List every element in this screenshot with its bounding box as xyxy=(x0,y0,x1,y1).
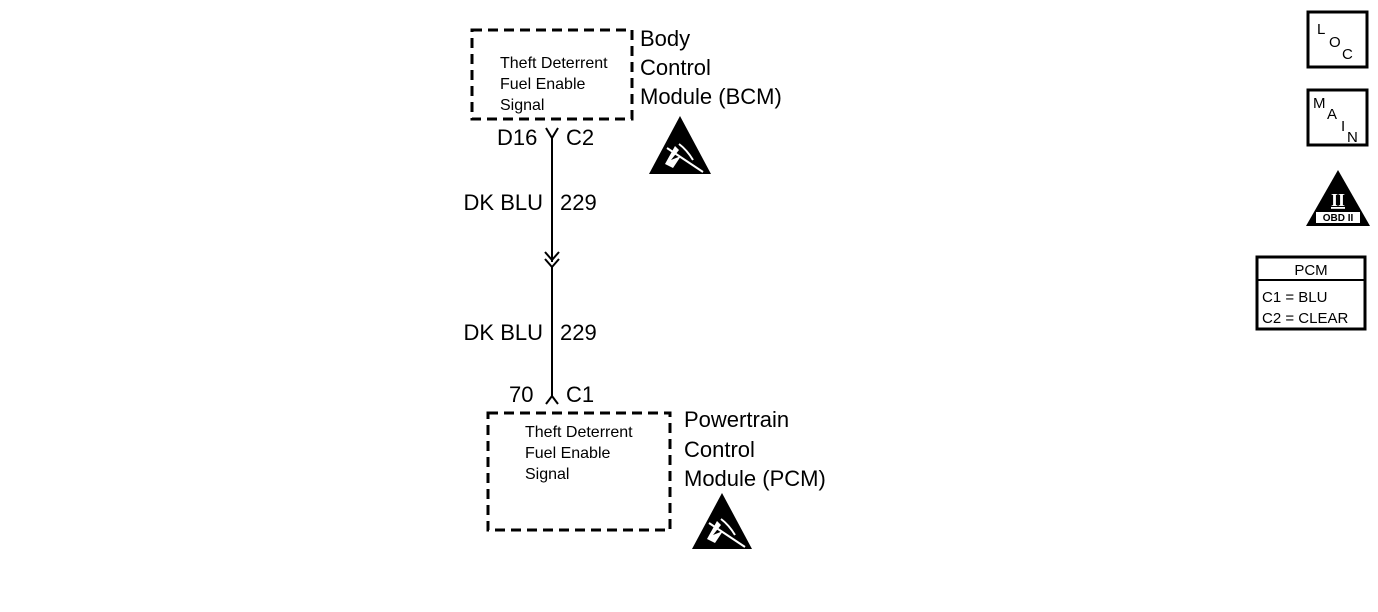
main-letter-n: N xyxy=(1347,129,1358,146)
pcm-connector: 70 C1 xyxy=(509,382,594,407)
wire-lower-color: DK BLU xyxy=(464,320,543,345)
pcm-title-line-3: Module (PCM) xyxy=(684,466,826,491)
bcm-title-line-2: Control xyxy=(640,55,711,80)
wire-lower-circuit: 229 xyxy=(560,320,597,345)
main-letter-i: I xyxy=(1341,118,1345,135)
bcm-connector-name: C2 xyxy=(566,125,594,150)
bcm-module: Theft Deterrent Fuel Enable Signal Body … xyxy=(470,26,782,174)
main-letter-a: A xyxy=(1327,106,1337,123)
pcm-title-line-2: Control xyxy=(684,437,755,462)
pcm-inner-line-2: Fuel Enable xyxy=(525,445,610,462)
bcm-connector-symbol xyxy=(545,127,559,140)
loc-letter-o: O xyxy=(1329,34,1341,51)
loc-letter-l: L xyxy=(1317,21,1325,38)
loc-letter-c: C xyxy=(1342,46,1353,63)
pcm-key-row-2: C2 = CLEAR xyxy=(1262,310,1348,327)
bcm-connector-pin: D16 xyxy=(497,125,537,150)
main-icon[interactable]: M A I N xyxy=(1306,88,1369,147)
pcm-key-title: PCM xyxy=(1294,262,1327,279)
inline-connector-male xyxy=(544,251,560,262)
bcm-inner-line-1: Theft Deterrent xyxy=(500,55,608,72)
pcm-title-line-1: Powertrain xyxy=(684,407,789,432)
pcm-dashed-box xyxy=(486,411,672,532)
bcm-title-line-1: Body xyxy=(640,26,690,51)
main-letter-m: M xyxy=(1313,95,1326,112)
pcm-connector-pin: 70 xyxy=(509,382,533,407)
esd-warning-icon xyxy=(692,493,752,549)
obd-caption: OBD II xyxy=(1323,213,1354,224)
bcm-connector: D16 C2 xyxy=(497,125,594,150)
wire-upper-circuit: 229 xyxy=(560,190,597,215)
obd-numeral: II xyxy=(1331,190,1345,210)
loc-icon[interactable]: L O C xyxy=(1306,10,1369,69)
esd-warning-icon xyxy=(649,116,711,174)
pcm-inner-line-1: Theft Deterrent xyxy=(525,424,633,441)
bcm-inner-line-3: Signal xyxy=(500,97,544,114)
pcm-key-row-1: C1 = BLU xyxy=(1262,289,1327,306)
pcm-connector-key: PCM C1 = BLU C2 = CLEAR xyxy=(1255,255,1367,331)
pcm-connector-symbol xyxy=(545,394,559,405)
wire-upper-color: DK BLU xyxy=(464,190,543,215)
obd-ii-icon[interactable]: II OBD II xyxy=(1306,170,1370,226)
pcm-module: Theft Deterrent Fuel Enable Signal Power… xyxy=(486,407,826,549)
bcm-title-line-3: Module (BCM) xyxy=(640,84,782,109)
wire-229: DK BLU 229 DK BLU 229 xyxy=(464,138,597,396)
pcm-inner-line-3: Signal xyxy=(525,466,569,483)
bcm-inner-line-2: Fuel Enable xyxy=(500,76,585,93)
pcm-connector-name: C1 xyxy=(566,382,594,407)
bcm-dashed-box xyxy=(470,28,634,121)
